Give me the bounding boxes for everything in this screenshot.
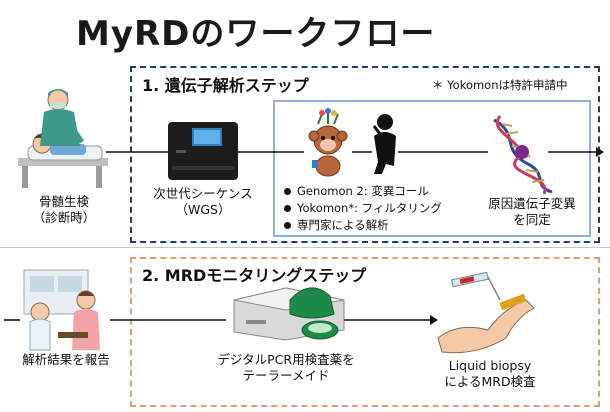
report-label-line1: 解析結果を報告 [22,352,110,367]
bone-marrow-biopsy-icon [18,89,108,188]
analysis-tools-list: Genomon 2: 変異コール Yokomon*: フィルタリング 専門家によ… [283,183,442,234]
pcr-label-line1: デジタルPCR用検査薬を [217,352,355,367]
step2-arrow-icon [430,315,438,325]
page-title: MyRDのワークフロー [76,14,436,54]
liquid-biopsy-label: Liquid biopsy によるMRD検査 [430,358,550,390]
step1-heading: 1. 遺伝子解析ステップ [142,76,309,95]
patient-label: 骨髄生検 （診断時） [14,194,114,226]
liquid-biopsy-arm-icon [437,271,535,354]
yokomon-mascot-icon [308,108,348,177]
tool-item: Yokomon*: フィルタリング [283,200,442,217]
dna-helix-icon [493,115,553,195]
patent-note: ＊ Yokomonは特許申請中 [432,78,568,92]
pcr-label-line2: テーラーメイド [242,368,330,383]
analysis-tools-frame [273,100,591,237]
sequencer-label-line2: （WGS） [175,202,231,217]
target-gene-label-line2: を同定 [513,212,551,227]
sequencer-label: 次世代シーケンス （WGS） [140,186,266,218]
step1-arrow-icon [596,147,604,157]
patient-label-line2: （診断時） [32,210,96,225]
patient-label-line1: 骨髄生検 [38,194,89,209]
liquid-biopsy-label-line2: によるMRD検査 [444,374,536,389]
sequencer-label-line1: 次世代シーケンス [153,186,253,201]
pcr-label: デジタルPCR用検査薬を テーラーメイド [206,352,366,384]
target-gene-label-line1: 原因遺伝子変異 [488,196,576,211]
step2-heading: 2. MRDモニタリングステップ [142,266,367,285]
tool-item: Genomon 2: 変異コール [283,183,442,200]
digital-pcr-device-icon [233,287,345,341]
liquid-biopsy-label-line1: Liquid biopsy [448,358,532,373]
report-label: 解析結果を報告 [4,352,128,368]
expert-silhouette-icon [372,114,396,174]
section-divider [0,247,610,248]
doctor-report-icon [23,269,100,351]
target-gene-label: 原因遺伝子変異 を同定 [482,196,582,228]
sequencer-icon [168,122,238,180]
step2-frame [130,257,600,407]
tool-item: 専門家による解析 [283,217,442,234]
